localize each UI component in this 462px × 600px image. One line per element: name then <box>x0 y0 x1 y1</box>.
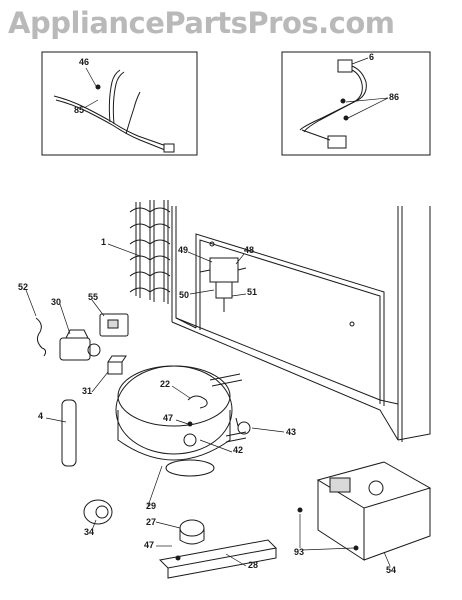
start-relay <box>59 329 101 361</box>
callout-93: 93 <box>294 547 305 557</box>
callout-50: 50 <box>179 290 190 300</box>
callout-29: 29 <box>146 501 157 511</box>
drier-tube <box>61 399 77 467</box>
callout-1: 1 <box>101 237 107 247</box>
overload-protector <box>99 313 129 337</box>
callout-47-upper: 47 <box>163 413 174 423</box>
refrigerator-cabinet <box>171 206 431 442</box>
solenoid-valve <box>199 257 247 312</box>
callout-47-lower: 47 <box>144 540 155 550</box>
callout-49: 49 <box>178 245 189 255</box>
callout-51: 51 <box>247 287 258 297</box>
callout-52: 52 <box>18 282 29 292</box>
compressor <box>115 365 247 477</box>
callout-34: 34 <box>84 527 95 537</box>
callout-54: 54 <box>386 565 397 575</box>
callout-46: 46 <box>79 57 90 67</box>
callout-31: 31 <box>82 386 93 396</box>
watermark-logo: AppliancePartsPros.com <box>8 6 395 40</box>
callout-4: 4 <box>38 411 44 421</box>
mounting-grommet <box>179 519 205 545</box>
callout-22: 22 <box>160 379 171 389</box>
inset-wire-harness <box>41 51 198 156</box>
control-box <box>297 461 432 561</box>
callout-30: 30 <box>51 297 62 307</box>
callout-55: 55 <box>88 292 99 302</box>
grommet <box>83 499 113 525</box>
callout-86: 86 <box>389 92 400 102</box>
leader-lines <box>25 57 391 567</box>
callout-28: 28 <box>248 560 259 570</box>
callout-6: 6 <box>369 52 375 62</box>
terminal-cover <box>107 355 127 375</box>
callout-42: 42 <box>233 445 244 455</box>
condenser-coil <box>129 200 171 304</box>
callout-48: 48 <box>244 245 255 255</box>
callout-27: 27 <box>146 517 157 527</box>
callout-85: 85 <box>74 105 85 115</box>
tube-clamp <box>235 417 251 435</box>
callout-43: 43 <box>286 427 297 437</box>
inset-harness-right <box>281 51 431 156</box>
wire-part <box>35 317 47 357</box>
mounting-bracket <box>158 539 278 579</box>
